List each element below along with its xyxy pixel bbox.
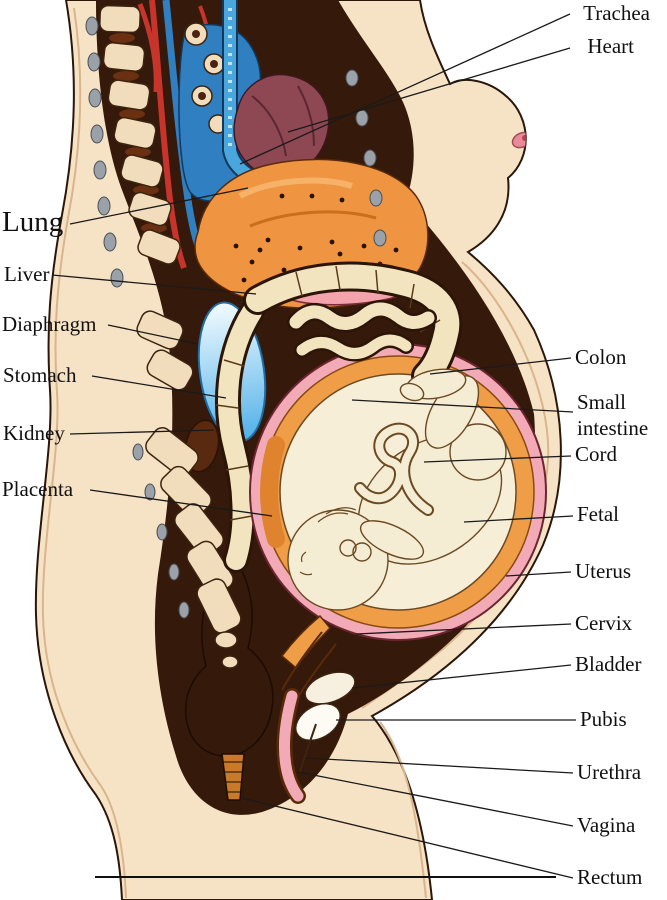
label-uterus: Uterus [575, 559, 631, 583]
descending-colon [215, 299, 265, 573]
sacrum-bones [145, 427, 242, 669]
leader-cord [423, 455, 572, 463]
label-vagina: Vagina [577, 813, 636, 837]
leader-diaphragm [107, 324, 199, 345]
leader-placenta [89, 489, 273, 517]
label-pubis: Pubis [580, 707, 627, 731]
leader-colon [429, 357, 572, 375]
leader-vagina [297, 771, 574, 827]
leader-liver [51, 274, 257, 295]
intestines [243, 261, 463, 391]
bladder-shape [304, 671, 356, 705]
rib-dots [85, 16, 387, 619]
leader-kidney [69, 429, 215, 435]
urethra-line [299, 723, 317, 773]
pelvic-front [294, 671, 356, 773]
placenta-shape [260, 436, 285, 548]
label-stomach: Stomach [3, 363, 77, 387]
cervix-shape [280, 614, 332, 670]
fetus-shape [287, 368, 507, 611]
anal-canal [221, 753, 245, 801]
label-placenta: Placenta [2, 477, 74, 501]
label-small-intestine-line2: intestine [577, 416, 648, 440]
leader-heart [287, 47, 571, 133]
cervix-vagina [276, 614, 337, 804]
label-rectum: Rectum [577, 865, 642, 889]
label-heart: Heart [587, 34, 634, 58]
leader-cervix [355, 623, 572, 635]
labels: Lung Liver Diaphragm Stomach Kidney Plac… [2, 1, 651, 889]
label-cervix: Cervix [575, 611, 633, 635]
vessel-cut-rings [184, 22, 228, 134]
leader-trachea [239, 13, 571, 165]
leader-lung [69, 187, 249, 225]
label-colon: Colon [575, 345, 627, 369]
label-lung: Lung [2, 206, 63, 238]
label-diaphragm: Diaphragm [2, 312, 96, 336]
label-bladder: Bladder [575, 652, 641, 676]
leader-lines [51, 13, 576, 879]
label-urethra: Urethra [577, 760, 642, 784]
label-cord: Cord [575, 442, 618, 466]
leader-uterus [505, 571, 572, 577]
leader-bladder [351, 664, 572, 689]
label-fetal: Fetal [577, 502, 619, 526]
label-liver: Liver [4, 262, 49, 286]
leader-stomach [91, 375, 227, 399]
label-kidney: Kidney [3, 421, 65, 445]
leader-small-intestine [351, 399, 574, 413]
label-trachea: Trachea [583, 1, 651, 25]
leader-urethra [305, 757, 574, 774]
spine-column [99, 4, 194, 391]
pubis-shape [294, 702, 342, 742]
label-small-intestine-line1: Small [577, 390, 626, 414]
leader-rectum [241, 797, 574, 879]
leader-fetal [463, 515, 574, 523]
